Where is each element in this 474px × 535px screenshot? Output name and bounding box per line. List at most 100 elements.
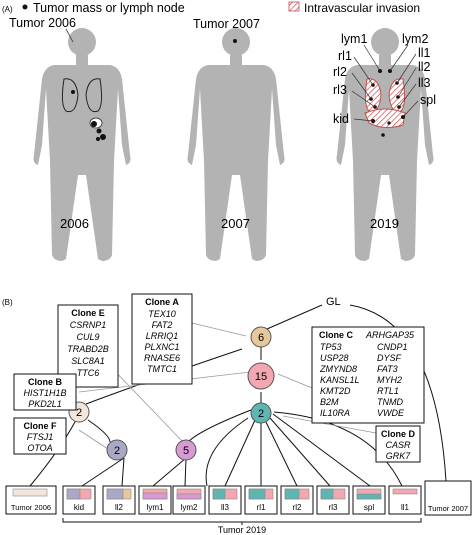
svg-text:RTL1: RTL1 (377, 386, 399, 396)
svg-text:SLC8A1: SLC8A1 (71, 356, 105, 366)
svg-text:Clone F: Clone F (24, 421, 58, 431)
svg-text:KMT2D: KMT2D (320, 386, 351, 396)
svg-text:KANSL1L: KANSL1L (320, 375, 360, 385)
germline-label: GL (326, 296, 341, 308)
svg-text:FAT3: FAT3 (377, 364, 398, 374)
site-rl2: rl2 (333, 65, 347, 79)
svg-text:lym1: lym1 (147, 503, 164, 512)
clone-c-box: Clone C TP53 USP28 ZMYND8 KANSL1L KMT2D … (311, 326, 425, 424)
svg-text:ZMYND8: ZMYND8 (319, 364, 357, 374)
svg-text:HIST1H1B: HIST1H1B (23, 388, 66, 398)
site-ll1: ll1 (418, 46, 431, 60)
clone-d-box: Clone D CASR GRK7 (375, 425, 421, 463)
svg-text:DYSF: DYSF (377, 353, 402, 363)
svg-text:FTSJ1: FTSJ1 (27, 432, 54, 442)
site-kid: kid (333, 112, 349, 126)
sample-ll1: ll1 (388, 485, 422, 515)
site-spl: spl (420, 93, 436, 107)
svg-text:VWDE: VWDE (377, 408, 405, 418)
node-2-grey-label: 2 (114, 445, 120, 457)
svg-text:TEX10: TEX10 (148, 309, 176, 319)
svg-text:TNMD: TNMD (377, 397, 403, 407)
svg-text:Clone C: Clone C (319, 330, 354, 340)
fig2-caption: Tumor 2007 (193, 17, 260, 31)
svg-text:FAT2: FAT2 (152, 320, 173, 330)
bracket-label: Tumor 2019 (218, 525, 266, 535)
svg-text:RNASE6: RNASE6 (144, 353, 180, 363)
svg-text:ll1: ll1 (401, 503, 410, 512)
sample-rl1: rl1 (244, 485, 278, 515)
svg-text:CSRNP1: CSRNP1 (70, 320, 107, 330)
panel-b-label: (B) (2, 298, 13, 307)
svg-text:rl1: rl1 (257, 503, 266, 512)
year-2006: 2006 (60, 216, 89, 231)
svg-text:Clone E: Clone E (71, 308, 105, 318)
node-6 (250, 326, 272, 348)
svg-text:GRK7: GRK7 (386, 451, 412, 461)
site-lym2: lym2 (402, 32, 428, 46)
svg-text:OTOA: OTOA (27, 443, 52, 453)
node-2-teal (250, 402, 272, 424)
svg-text:LRRIQ1: LRRIQ1 (146, 331, 179, 341)
svg-text:rl2: rl2 (293, 503, 302, 512)
site-ll3: ll3 (418, 76, 431, 90)
svg-text:TP53: TP53 (320, 342, 342, 352)
svg-text:Clone D: Clone D (381, 429, 416, 439)
body-figure-2006 (33, 28, 131, 261)
sample-spl: spl (352, 485, 386, 515)
sample-rl2: rl2 (280, 485, 314, 515)
svg-text:USP28: USP28 (320, 353, 349, 363)
tumor-2019-bracket (62, 518, 422, 525)
svg-text:PLXNC1: PLXNC1 (144, 342, 179, 352)
svg-text:PKD2L1: PKD2L1 (28, 399, 62, 409)
svg-text:rl3: rl3 (329, 503, 338, 512)
clone-a-box: Clone A TEX10 FAT2 LRRIQ1 PLXNC1 RNASE6 … (131, 293, 193, 385)
svg-text:Clone B: Clone B (28, 377, 63, 387)
year-2019: 2019 (370, 216, 399, 231)
svg-text:kid: kid (74, 503, 84, 512)
sample-tumor-2007: Tumor 2007 (424, 480, 472, 516)
fig1-caption: Tumor 2006 (9, 16, 76, 30)
node-2-cream-label: 2 (76, 407, 82, 419)
legend-invasion-label: Intravascular invasion (304, 1, 420, 15)
node-5 (175, 439, 197, 461)
site-rl1: rl1 (338, 49, 352, 63)
legend-mass-label: Tumor mass or lymph node (33, 1, 185, 15)
svg-text:MYH2: MYH2 (377, 375, 402, 385)
clone-b-box: Clone B HIST1H1B PKD2L1 (13, 373, 77, 411)
svg-text:ll3: ll3 (221, 503, 230, 512)
svg-text:ARHGAP35: ARHGAP35 (365, 330, 415, 340)
svg-text:CASR: CASR (385, 440, 411, 450)
svg-text:lym2: lym2 (181, 503, 198, 512)
node-5-label: 5 (183, 445, 189, 457)
svg-text:B2M: B2M (320, 397, 339, 407)
year-2007: 2007 (221, 216, 250, 231)
node-2-teal-label: 2 (258, 408, 264, 420)
sample-rl3: rl3 (316, 485, 350, 515)
node-6-label: 6 (258, 332, 264, 344)
site-labels: lym1 lym2 rl1 ll1 ll2 rl2 ll3 rl3 spl ki… (333, 32, 436, 126)
site-ll2: ll2 (418, 60, 431, 74)
sample-kid: kid (62, 485, 96, 515)
sample-lym1: lym1 (138, 485, 172, 515)
clone-e-box: Clone E CSRNP1 CUL9 TRABD2B SLC8A1 TTC6 (57, 304, 119, 388)
svg-text:Tumor 2006: Tumor 2006 (11, 503, 51, 512)
site-leaders (351, 44, 419, 122)
sample-ll3: ll3 (208, 485, 242, 515)
sample-tumor-2006: Tumor 2006 (5, 485, 57, 515)
node-2-grey (106, 439, 128, 461)
svg-text:TTC6: TTC6 (77, 368, 100, 378)
svg-text:spl: spl (364, 503, 374, 512)
site-rl3: rl3 (333, 83, 347, 97)
svg-text:ll2: ll2 (115, 503, 124, 512)
svg-text:Tumor 2007: Tumor 2007 (428, 504, 468, 513)
svg-text:CUL9: CUL9 (76, 332, 99, 342)
svg-text:IL10RA: IL10RA (320, 408, 350, 418)
svg-text:TRABD2B: TRABD2B (67, 344, 109, 354)
svg-text:CNDP1: CNDP1 (377, 342, 408, 352)
mass-legend-dot (22, 4, 28, 10)
site-lym1: lym1 (341, 32, 367, 46)
sample-ll2: ll2 (102, 485, 136, 515)
sample-lym2: lym2 (172, 485, 206, 515)
